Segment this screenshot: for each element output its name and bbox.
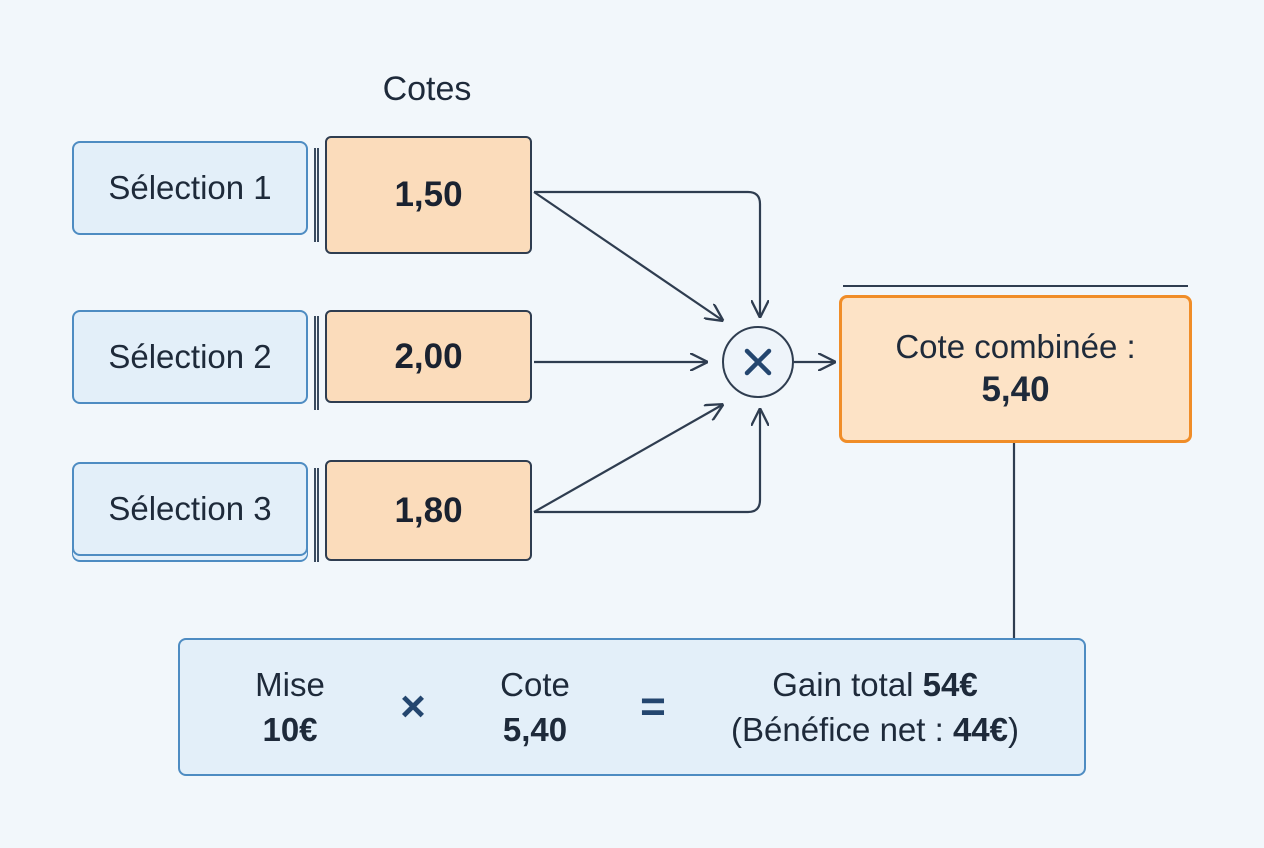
gain-label: Gain total [772,666,914,703]
connector-odds-1-elbow [534,190,760,316]
odds-column-title: Cotes [382,70,472,108]
multiply-icon [744,348,772,376]
net-profit-line: (Bénéfice net : 44€) [731,707,1019,752]
odds-value: 5,40 [502,711,568,748]
combined-top-rule [843,285,1188,287]
equals-operator: = [640,682,666,731]
selection-2-box: Sélection 2 [72,310,308,404]
selection-2-label: Sélection 2 [108,338,272,375]
selection-1-box: Sélection 1 [72,141,308,235]
selection-3-label: Sélection 3 [108,490,272,527]
odds-3-box: 1,80 [325,460,532,561]
calculation-box: Mise 10€ × Cote 5,40 = Gain total 54€ (B… [178,638,1086,776]
connector-odds-3-elbow [534,410,760,514]
combined-odds-value: 5,40 [981,370,1050,409]
stake-label: Mise [255,666,325,703]
net-profit-suffix: ) [1008,711,1020,748]
odds-label: Cote [500,666,570,703]
combined-odds-label: Cote combinée : [895,328,1136,365]
selection-1-label: Sélection 1 [108,169,272,206]
gain-line: Gain total 54€ [772,662,977,707]
odds-column: Cote 5,40 [470,640,600,774]
odds-1-value: 1,50 [394,175,463,214]
gain-column: Gain total 54€ (Bénéfice net : 44€) [700,640,1050,774]
combined-odds-box: Cote combinée : 5,40 [839,295,1192,443]
selection-3-box: Sélection 3 [72,462,308,556]
selection-3-divider [314,468,319,562]
gain-value: 54€ [922,666,978,703]
odds-2-box: 2,00 [325,310,532,403]
selection-2-divider [314,316,319,410]
multiply-node [722,326,794,398]
net-profit-prefix: (Bénéfice net : [730,711,953,748]
net-profit-value: 44€ [952,711,1009,748]
stake-column: Mise 10€ [220,640,360,774]
times-operator: × [400,682,426,731]
odds-2-value: 2,00 [394,336,463,376]
selection-1-divider [314,148,319,242]
stake-value: 10€ [262,711,318,748]
connector-odds-3-direct [533,405,722,513]
odds-3-value: 1,80 [394,490,463,530]
odds-1-box: 1,50 [325,136,532,254]
connector-odds-1-direct [533,191,722,320]
